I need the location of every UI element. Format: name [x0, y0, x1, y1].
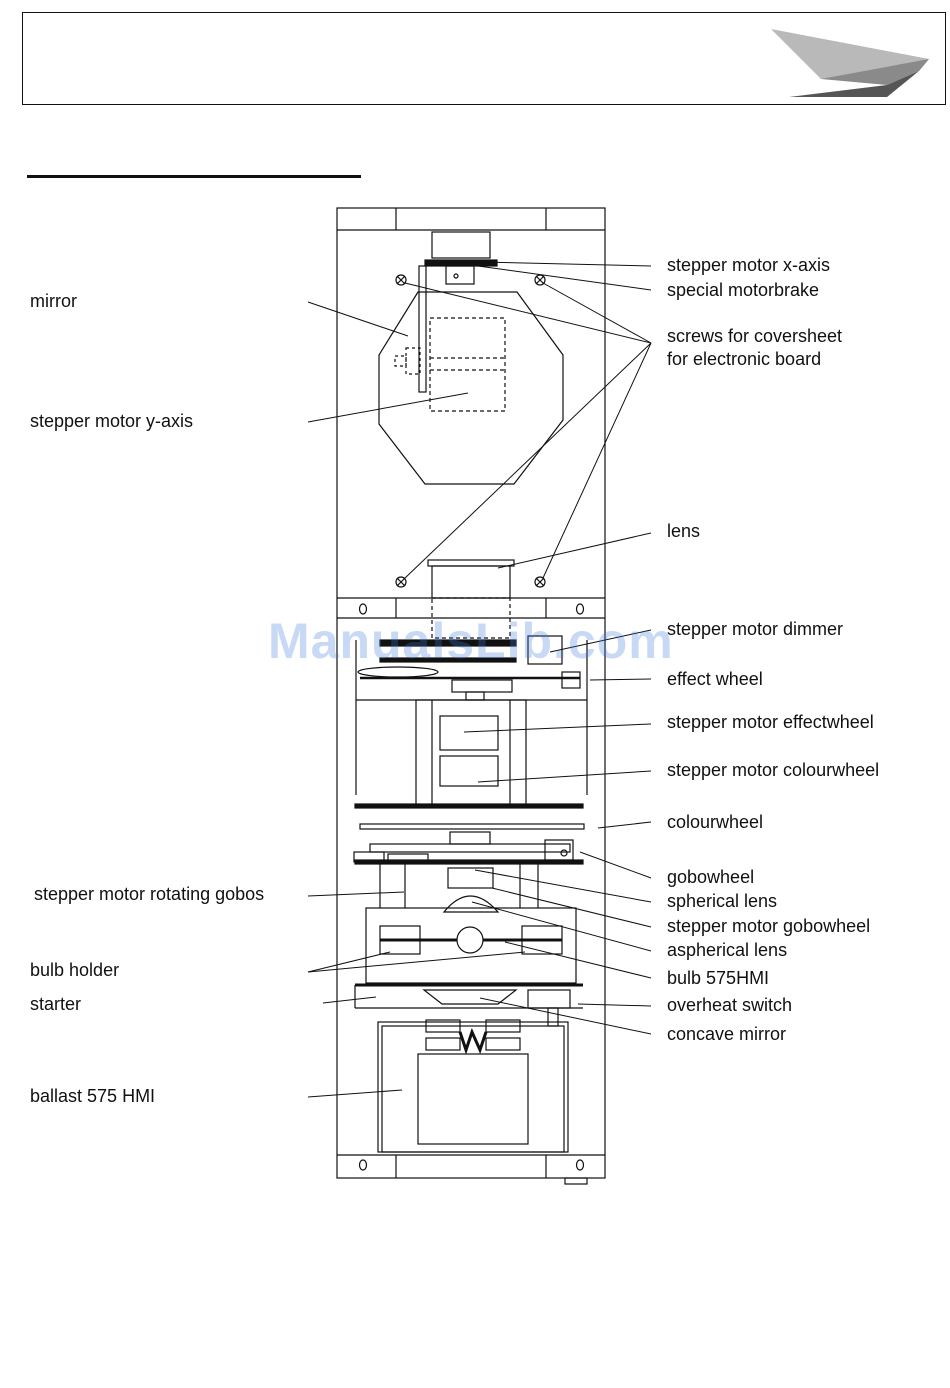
mirror-shape	[378, 291, 564, 485]
label-stepper-motor-effectwheel: stepper motor effectwheel	[667, 712, 874, 732]
label-lens: lens	[667, 521, 701, 541]
label-starter: starter	[30, 994, 82, 1014]
label-stepper-motor-y-axis: stepper motor y-axis	[30, 411, 194, 431]
label-spherical-lens: spherical lens	[667, 891, 778, 911]
label-bulb-575hmi: bulb 575HMI	[667, 968, 770, 988]
label-stepper-motor-dimmer: stepper motor dimmer	[667, 619, 844, 639]
label-stepper-motor-gobowheel: stepper motor gobowheel	[667, 916, 871, 936]
label-aspherical-lens: aspherical lens	[667, 940, 788, 960]
label-colourwheel: colourwheel	[667, 812, 764, 832]
label-screws-line2: for electronic board	[667, 349, 822, 369]
label-stepper-motor-x-axis: stepper motor x-axis	[667, 255, 831, 275]
label-mirror: mirror	[30, 291, 77, 311]
housing-outline	[336, 207, 606, 1179]
screw-icons	[395, 274, 546, 588]
label-stepper-motor-rotating-gobos: stepper motor rotating gobos	[34, 884, 265, 904]
label-concave-mirror: concave mirror	[667, 1024, 787, 1044]
header-frame	[22, 12, 946, 105]
label-overheat-switch: overheat switch	[667, 995, 793, 1015]
label-bulb-holder: bulb holder	[30, 960, 120, 980]
label-effect-wheel: effect wheel	[667, 669, 763, 689]
label-ballast: ballast 575 HMI	[30, 1086, 156, 1106]
stepper-x-body	[431, 231, 491, 259]
label-stepper-motor-colourwheel: stepper motor colourwheel	[667, 760, 880, 780]
label-special-motorbrake: special motorbrake	[667, 280, 820, 300]
section-title-rule	[27, 175, 361, 178]
watermark: ManualsLib.com	[268, 613, 674, 669]
leader-lines	[307, 261, 652, 1098]
label-gobowheel: gobowheel	[667, 867, 755, 887]
label-screws-line1: screws for coversheet	[667, 326, 843, 346]
brand-logo-icon	[771, 29, 929, 97]
